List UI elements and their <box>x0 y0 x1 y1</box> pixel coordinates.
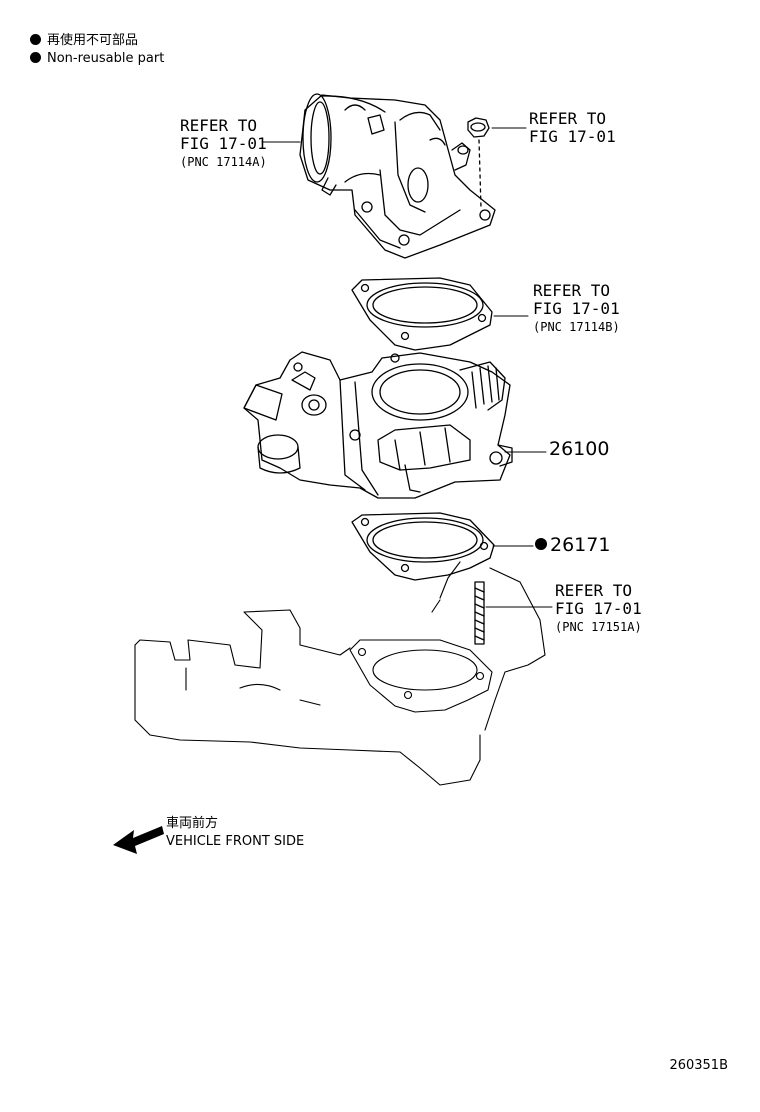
non-reusable-dot-icon <box>30 52 41 63</box>
callout-housing-line1: REFER TO <box>180 116 258 135</box>
figure-id: 260351B <box>669 1058 728 1073</box>
vehicle-front-label: 車両前方 VEHICLE FRONT SIDE <box>166 815 304 851</box>
part-number-lower-gasket: 26171 <box>535 534 610 556</box>
legend-non-reusable-en: Non-reusable part <box>30 50 164 68</box>
callout-stud-line2: FIG 17-01 <box>555 599 642 618</box>
callout-stud-pnc: (PNC 17151A) <box>555 620 642 634</box>
callout-upper-gasket-pnc: (PNC 17114B) <box>533 320 620 334</box>
leader-lines <box>261 127 553 608</box>
callout-housing-pnc: (PNC 17114A) <box>180 155 267 169</box>
non-reusable-dot-icon <box>30 34 41 45</box>
callout-stud: REFER TO FIG 17-01 (PNC 17151A) <box>555 582 642 636</box>
callout-housing-line2: FIG 17-01 <box>180 134 267 153</box>
callout-housing: REFER TO FIG 17-01 (PNC 17114A) <box>180 117 267 171</box>
non-reusable-dot-icon <box>535 538 547 550</box>
legend-jp-text: 再使用不可部品 <box>47 33 139 48</box>
callout-nut: REFER TO FIG 17-01 <box>529 110 616 146</box>
part-number-throttle-body-text: 26100 <box>549 438 610 460</box>
part-number-lower-gasket-text: 26171 <box>550 534 611 556</box>
front-direction-arrow-icon <box>113 826 164 854</box>
callout-upper-gasket: REFER TO FIG 17-01 (PNC 17114B) <box>533 282 620 336</box>
callout-upper-gasket-line2: FIG 17-01 <box>533 299 620 318</box>
intake-housing-drawing <box>299 93 496 259</box>
stud-bolt-drawing <box>474 581 485 645</box>
callout-nut-line2: FIG 17-01 <box>529 127 616 146</box>
legend-en-text: Non-reusable part <box>47 51 165 66</box>
throttle-body-drawing <box>243 351 513 499</box>
flange-nut-drawing <box>467 117 490 209</box>
intake-manifold-phantom-drawing <box>134 561 546 786</box>
legend-non-reusable-jp: 再使用不可部品 <box>30 32 138 50</box>
callout-stud-line1: REFER TO <box>555 581 633 600</box>
vehicle-front-en: VEHICLE FRONT SIDE <box>166 834 305 849</box>
part-number-throttle-body: 26100 <box>549 438 609 460</box>
vehicle-front-jp: 車両前方 <box>166 816 219 831</box>
callout-upper-gasket-line1: REFER TO <box>533 281 611 300</box>
upper-gasket-drawing <box>351 277 493 351</box>
lower-gasket-drawing <box>351 512 495 581</box>
callout-nut-line1: REFER TO <box>529 109 607 128</box>
